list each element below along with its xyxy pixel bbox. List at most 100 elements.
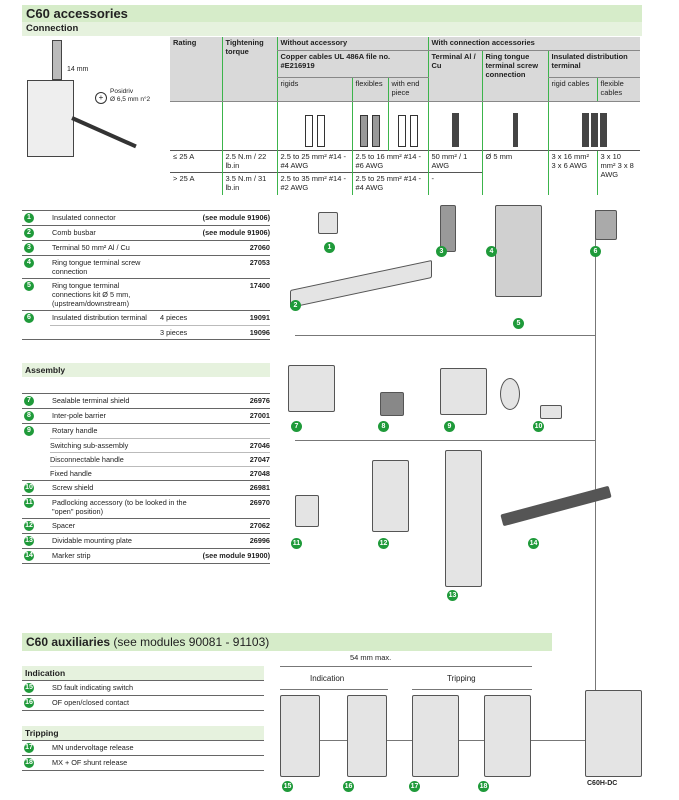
callout-number-badge: 10 [533,421,544,432]
breaker-label: C60H-DC [587,780,618,787]
header-rigid-cables: rigid cables [547,77,597,102]
item-label: MX + OF shunt release [52,758,128,767]
item-reference: 27053 [249,258,270,267]
header-with-accessories: With connection accessories [427,37,640,51]
item-label: Marker strip [52,551,91,560]
item-label: Rotary handle [52,426,98,435]
screw-shield-drawing [540,405,562,419]
terminal-1: 50 mm² / 1 AWG [427,149,482,172]
header-insulated-terminal: Insulated distribution terminal [547,50,640,78]
section-connection-heading: Connection [22,22,642,36]
item-number-badge: 3 [24,243,34,253]
mx-module-drawing [484,695,531,777]
mn-module-drawing [412,695,459,777]
callout-number-badge: 3 [436,246,447,257]
item-reference: (see module 91906) [202,228,270,237]
tripping-list: 17 MN undervoltage release 18 MX + OF shunt… [22,740,264,771]
list-item: 2 Comb busbar (see module 91906) [22,225,270,240]
list-item: 5 Ring tongue terminal connections kit Ø … [22,278,270,310]
item-number-badge: 17 [24,743,34,753]
torque-2: 3.5 N.m / 31 lb.in [221,171,277,195]
item-reference: (see module 91906) [202,213,270,222]
indication-heading: Indication [22,666,264,680]
callout-number-badge: 18 [478,781,489,792]
ring-tongue-drawing [495,205,542,297]
item-label: Terminal 50 mm² Al / Cu [52,243,130,252]
callout-number-badge: 5 [513,318,524,329]
callout-number-badge: 2 [290,300,301,311]
mounting-plate-drawing [445,450,482,587]
item-reference: (see module 91900) [202,551,270,560]
header-rating: Rating [170,37,222,102]
terminal-drawing [440,205,456,252]
indication-group-label: Indication [310,674,345,683]
terminal-2: - [427,171,482,195]
rating-2: > 25 A [170,171,222,195]
list-item: 17 MN undervoltage release [22,740,264,755]
item-number-badge: 2 [24,228,34,238]
flexibles-1: 2.5 to 16 mm² #14 - #6 AWG [351,149,428,172]
list-item: 11 Padlocking accessory (to be looked in … [22,495,270,518]
callout-number-badge: 4 [486,246,497,257]
rigids-1: 2.5 to 25 mm² #14 - #4 AWG [276,149,352,172]
ring-tongue-icon [481,101,548,150]
header-ring-tongue: Ring tongue terminal screw connection [481,50,548,102]
callout-number-badge: 8 [378,421,389,432]
item-number-badge: 6 [24,313,34,323]
callout-number-badge: 13 [447,590,458,601]
item-reference: 26981 [249,483,270,492]
distribution-terminal-icon [547,101,640,150]
item-label: Ring tongue terminal connections kit Ø 5… [52,281,131,308]
item-label: Padlocking accessory (to be looked in th… [52,498,187,516]
item-number-badge: 18 [24,758,34,768]
item-label: Fixed handle [50,469,92,478]
end-piece-cable-icon [387,101,428,150]
header-terminal: Terminal Al / Cu [427,50,482,102]
header-without-accessory: Without accessory [276,37,428,51]
item-reference: 27046 [249,441,270,450]
terminal-icon [427,101,482,150]
callout-number-badge: 7 [291,421,302,432]
item-number-badge: 11 [24,498,34,508]
inter-pole-barrier-drawing [380,392,404,416]
item-label: Switching sub-assembly [50,441,129,450]
item-reference: 27048 [249,469,270,478]
callout-number-badge: 11 [291,538,302,549]
rigid-cable-icon [276,101,352,150]
list-item: 18 MX + OF shunt release [22,755,264,770]
callout-number-badge: 15 [282,781,293,792]
item-number-badge: 5 [24,281,34,291]
item-reference: 27047 [249,455,270,464]
item-label: Spacer [52,521,76,530]
item-reference: 26970 [249,498,270,507]
header-torque: Tightening torque [221,37,277,102]
breaker-body [27,80,74,157]
item-number-badge: 1 [24,213,34,223]
list-item: Fixed handle 27048 [50,466,270,480]
list-item: 1 Insulated connector (see module 91906) [22,210,270,225]
item-label: MN undervoltage release [52,743,134,752]
auxiliaries-modules-note: (see modules 90081 - 91103) [110,635,270,649]
item-label: Insulated connector [52,213,116,222]
list-item: Switching sub-assembly 27046 [50,438,270,452]
page-title: C60 accessories [22,5,642,22]
item-label: Comb busbar [52,228,96,237]
tripping-group-label: Tripping [447,674,476,683]
item-reference: 19091 [249,313,270,322]
item-label: Inter-pole barrier [52,411,106,420]
callout-number-badge: 12 [378,538,389,549]
